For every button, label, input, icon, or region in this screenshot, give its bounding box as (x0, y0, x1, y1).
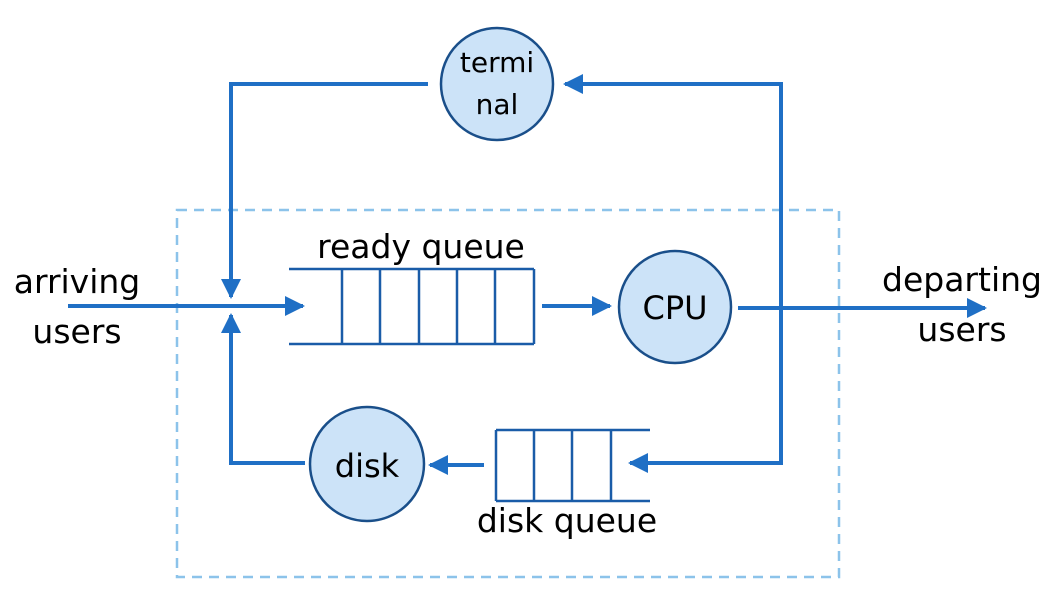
ready-queue-label: ready queue (317, 227, 525, 266)
disk-label: disk (335, 447, 400, 485)
terminal-to-merge-line (221, 82, 428, 299)
cpu-node: CPU (617, 249, 733, 365)
terminal-label-line1: termi (460, 46, 534, 79)
cpu-to-disk-queue-line (628, 308, 783, 473)
arriving-label-line2: users (32, 312, 121, 351)
ready-queue (289, 267, 536, 346)
arriving-label-line1: arriving (14, 262, 141, 301)
departing-label-line1: departing (882, 260, 1042, 299)
disk-queue-label: disk queue (477, 501, 657, 540)
departing-label-line2: users (917, 310, 1006, 349)
system-boundary (175, 208, 841, 579)
disk-to-merge-line (221, 313, 305, 465)
cpu-label: CPU (642, 289, 707, 327)
disk-queue (494, 428, 650, 503)
terminal-label-line2: nal (476, 88, 519, 121)
disk-node: disk (308, 405, 426, 523)
terminal-node: termi nal (439, 26, 555, 142)
terminal-return-line (563, 74, 783, 308)
